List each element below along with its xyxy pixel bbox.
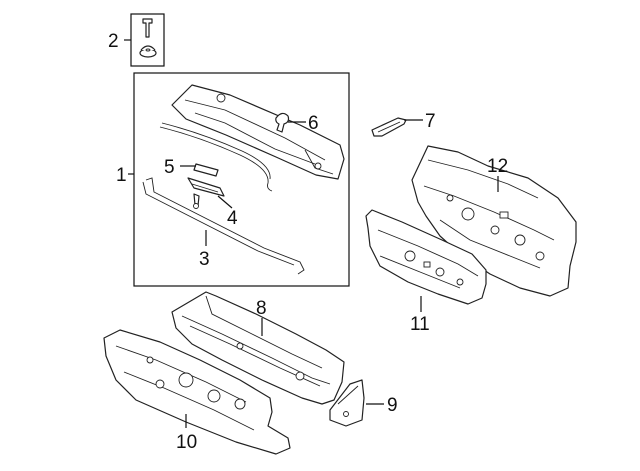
callout-5: 5 xyxy=(164,157,175,178)
part-2-fasteners xyxy=(130,13,165,67)
part-9-bracket xyxy=(329,379,365,427)
callout-6: 6 xyxy=(308,113,319,134)
part-3-rod xyxy=(142,177,305,275)
callout-12: 12 xyxy=(487,156,508,177)
callout-11: 11 xyxy=(410,314,430,335)
part-4-bracket xyxy=(187,177,225,209)
callout-8: 8 xyxy=(256,298,267,319)
weatherstrip xyxy=(159,126,273,192)
callout-2: 2 xyxy=(108,31,119,52)
callout-9: 9 xyxy=(387,395,398,416)
part-10-lower-panel xyxy=(103,329,291,455)
part-8-cowl-panel xyxy=(171,291,345,405)
callout-4: 4 xyxy=(227,208,238,229)
part-7-bracket xyxy=(371,117,407,137)
part-5-pad xyxy=(193,163,219,177)
part-12-dash-panel xyxy=(411,145,577,297)
callout-3: 3 xyxy=(199,249,210,270)
cowl-top-panel xyxy=(171,84,345,180)
part-11-insulator xyxy=(365,209,487,305)
part-1-assembly-box xyxy=(133,72,350,287)
part-6-clip xyxy=(275,112,290,133)
leader-4 xyxy=(217,195,233,209)
callout-7: 7 xyxy=(425,111,436,132)
callout-10: 10 xyxy=(176,432,197,453)
callout-1: 1 xyxy=(116,165,127,186)
